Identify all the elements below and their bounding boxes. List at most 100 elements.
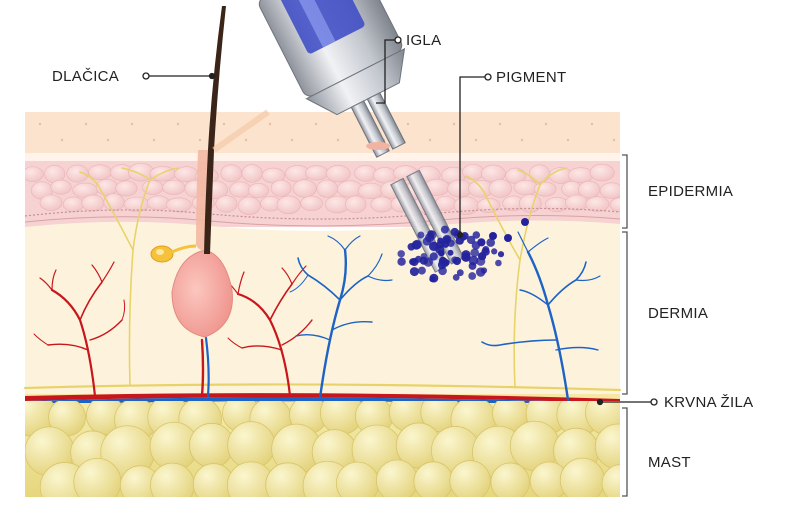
epidermis-cell	[477, 197, 501, 213]
pigment-granule	[504, 234, 512, 242]
skin-pore	[222, 122, 226, 126]
pigment-leader	[459, 76, 485, 235]
dermis-bracket	[622, 231, 628, 395]
epidermis-cell	[316, 179, 338, 198]
pigment-granule	[478, 252, 487, 261]
epidermis-cell	[518, 194, 542, 213]
fat-cell	[449, 460, 491, 497]
pigment-granule	[425, 233, 435, 243]
epidermis-cell	[25, 166, 44, 183]
pigment-granule	[497, 251, 505, 258]
epidermis-cell	[50, 179, 72, 195]
pigment-granule	[409, 267, 419, 277]
pigment-granule	[472, 231, 481, 239]
pigment-granule	[397, 250, 405, 258]
epidermis-cell	[578, 180, 601, 199]
pigment-granule	[486, 238, 496, 247]
epidermis-cell	[325, 165, 351, 183]
skin-pore	[452, 122, 456, 126]
skin-pore	[336, 138, 340, 142]
epidermis-cell	[270, 179, 292, 197]
epidermis-cell	[585, 196, 610, 212]
dermis-layer	[25, 220, 620, 394]
fat-label: MAST	[648, 454, 691, 471]
epidermis-cell	[533, 181, 557, 197]
pigment-granule	[438, 249, 445, 257]
epidermis-cell	[567, 167, 594, 184]
epidermis-cell	[565, 194, 589, 211]
pigment-granule	[429, 252, 438, 261]
epidermis-cell	[544, 197, 569, 212]
layer-brackets	[622, 154, 628, 497]
dermis-label: DERMIA	[648, 305, 708, 322]
epidermis-cell	[305, 165, 329, 181]
epidermis-cell	[589, 163, 615, 182]
skin-pore	[38, 122, 42, 126]
pigment-granule	[495, 259, 502, 267]
epidermis-cell	[174, 166, 199, 183]
skin-pore	[60, 138, 64, 142]
leader-lines	[142, 36, 658, 406]
pigment-granule	[521, 218, 529, 226]
skin-pore	[314, 122, 318, 126]
skin-pore	[520, 138, 524, 142]
epidermis-cell	[247, 183, 270, 198]
epidermis-cell	[292, 179, 317, 198]
veins	[204, 231, 601, 402]
fat-cell	[601, 464, 620, 497]
pigment-granule	[491, 248, 498, 255]
epidermis-cell	[220, 164, 243, 183]
pigment-granule	[468, 272, 477, 280]
pigment-granule	[447, 249, 454, 256]
pigment-granule	[477, 238, 486, 247]
epidermis-cell	[344, 195, 367, 214]
epidermis-cell	[528, 164, 551, 184]
pigment-granule	[447, 239, 455, 247]
epidermis-cell	[215, 195, 238, 213]
epidermis-cell	[241, 164, 263, 183]
skin-pore	[474, 138, 478, 142]
epidermis-cell	[462, 164, 485, 181]
epidermis-cell	[370, 196, 394, 213]
epidermis-cell	[39, 194, 63, 211]
pigment-granule	[429, 241, 439, 251]
blood-vessel-label: KRVNA ŽILA	[664, 394, 753, 411]
fat-cell	[594, 423, 620, 470]
pigment-granule	[417, 231, 425, 239]
fat-cell	[73, 458, 122, 497]
skin-pore	[498, 122, 502, 126]
epidermis-bracket	[622, 154, 628, 229]
pigment-granule	[417, 266, 426, 275]
pigment-granule	[468, 255, 479, 266]
nerve-fibers	[23, 167, 622, 392]
fat-cell	[335, 461, 380, 497]
skin-pore	[176, 122, 180, 126]
fat-cell	[375, 459, 419, 497]
fat-cell	[490, 462, 530, 497]
skin-pore	[612, 138, 616, 142]
skin-pore	[566, 138, 570, 142]
skin-pore	[544, 122, 548, 126]
arteries	[33, 261, 313, 398]
skin-pore	[590, 122, 594, 126]
epidermis-label: EPIDERMIA	[648, 183, 733, 200]
skin-pore	[268, 122, 272, 126]
pigment-label: PIGMENT	[496, 69, 566, 86]
pigment-granule	[429, 276, 436, 283]
pigment-granule	[411, 240, 421, 250]
pigment-granule	[419, 256, 428, 265]
skin-pore	[130, 122, 134, 126]
epidermis-cell	[609, 197, 620, 213]
pigment-granule	[462, 252, 469, 259]
epidermis-cell	[123, 196, 150, 212]
pigment-granule	[451, 256, 458, 264]
pigment-granule	[397, 257, 406, 266]
epidermis-cell	[237, 196, 261, 215]
skin-pore	[244, 138, 248, 142]
pigment-granule	[414, 255, 422, 263]
hair-shaft	[204, 6, 226, 254]
epidermis-cell	[146, 195, 170, 211]
pigment-granule	[440, 225, 449, 234]
fat-bracket	[622, 407, 628, 497]
pigment-granule	[470, 248, 480, 257]
